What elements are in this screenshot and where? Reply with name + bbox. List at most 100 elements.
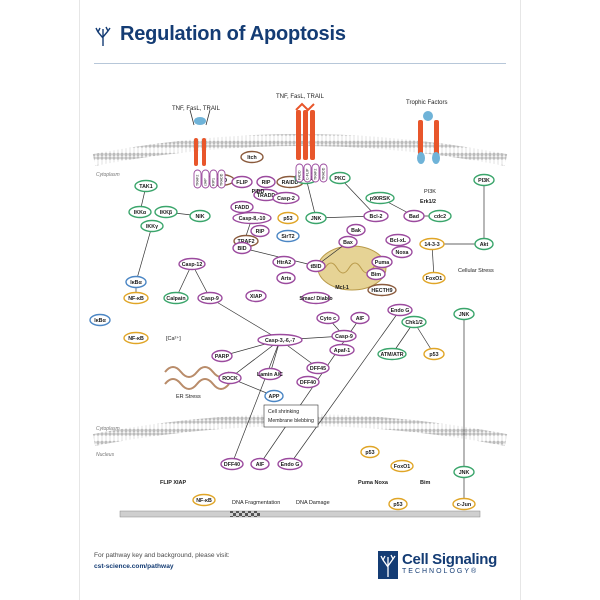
node-foxo1b: FoxO1: [390, 459, 414, 473]
node-label-traf2: TRAF2: [237, 239, 254, 245]
node-shape-sirt2: [276, 229, 300, 243]
node-bax: Bax: [338, 235, 358, 249]
node-label-bcl2: Bcl-2: [370, 214, 383, 220]
node-label-pkc: PKC: [334, 176, 345, 182]
node-label-bak: Bak: [351, 228, 361, 234]
node-flip: FLIP: [231, 175, 253, 189]
adaptor-r1-0: TRAF2: [196, 175, 200, 186]
node-shape-cdc2: [428, 209, 452, 223]
node-p53c: p53: [360, 445, 380, 459]
node-app: APP: [264, 389, 284, 403]
node-shape-lamin: [258, 367, 282, 381]
node-shape-app: [264, 389, 284, 403]
node-rock: ROCK: [218, 371, 242, 385]
node-shape-casp9a: [197, 291, 223, 305]
node-label-nik: NIK: [195, 214, 204, 220]
pathway-edges: [134, 177, 486, 505]
node-noxa_a: Noxa: [391, 245, 413, 259]
node-ikkb: IKKβ: [154, 205, 178, 219]
node-shape-pkc: [329, 171, 351, 185]
node-shape-parp: [211, 349, 233, 363]
node-label-endog_b: Endo G: [281, 462, 300, 468]
node-shape-htra2: [272, 255, 296, 269]
edge-casp9a-casp367: [209, 297, 281, 341]
brand-logo: Cell Signaling TECHNOLOGY®: [378, 549, 508, 583]
node-shape-jnk_c: [453, 465, 475, 479]
node-akt: Akt: [474, 237, 494, 251]
node-label-bid: BID: [237, 246, 246, 252]
node-sirt2: SirT2: [276, 229, 300, 243]
nucleus-label: Nucleus: [96, 452, 115, 458]
node-label-nfkb_c: NF-κB: [196, 498, 212, 504]
poster-page: Regulation of Apoptosis Cytoplasm Cytopl…: [80, 0, 520, 600]
node-label-nfkb_a: NF-κB: [128, 296, 144, 302]
node-cdc2: cdc2: [428, 209, 452, 223]
node-label-bclxl: Bcl-xL: [390, 238, 407, 244]
edge-casp367-rock: [229, 339, 281, 379]
node-cytoc: Cyto c: [316, 311, 340, 325]
node-nfkb_a: NF-κB: [123, 291, 149, 305]
adaptor-shape-r2-2: [311, 163, 320, 183]
node-shape-p53d: [388, 497, 408, 511]
node-label-parp: PARP: [215, 354, 230, 360]
node-casp2: Casp-2: [272, 191, 300, 205]
page-title: Regulation of Apoptosis: [120, 23, 346, 45]
node-htra2: HtrA2: [272, 255, 296, 269]
node-chk12: Chk1/2: [401, 315, 427, 329]
node-label-p1433: 14-3-3: [424, 242, 439, 248]
node-shape-p53a: [277, 211, 299, 225]
node-casp367: Casp-3,-6,-7: [257, 333, 303, 347]
node-label-bax: Bax: [343, 240, 353, 246]
receptor-3: [417, 111, 440, 164]
node-shape-noxa_a: [391, 245, 413, 259]
cytoplasm-label-bottom: Cytoplasm: [96, 426, 120, 432]
node-bcl2: Bcl-2: [363, 209, 389, 223]
node-p53a: p53: [277, 211, 299, 225]
node-casp810: Casp-8,-10: [232, 211, 272, 225]
node-shape-endog_b: [277, 457, 303, 471]
node-label-akt: Akt: [480, 242, 489, 248]
node-label-fadd: FADD: [235, 205, 250, 211]
node-shape-xiap_a: [245, 289, 267, 303]
adaptor-r1-3: TRADD: [220, 173, 224, 186]
tree-logo-icon: [95, 26, 111, 46]
node-shape-apaf1: [329, 343, 355, 357]
node-shape-arts: [276, 271, 296, 285]
node-label-noxa_a: Noxa: [396, 250, 409, 256]
node-label-ikba_b: IκBα: [94, 318, 106, 324]
node-shape-casp9b: [331, 329, 357, 343]
node-tbid: tBID: [306, 259, 326, 273]
node-smac: Smac/ Diablo: [299, 291, 333, 305]
node-shape-aif_b: [250, 457, 270, 471]
edge-aif_a-aif_b: [259, 317, 361, 465]
node-shape-foxo1a: [422, 271, 446, 285]
adaptor-r2-1: C-FLIP: [306, 168, 310, 180]
node-shape-p1433: [419, 237, 445, 251]
node-shape-bim_a: [366, 267, 386, 281]
node-label-atm: ATM/ATR: [380, 352, 403, 358]
node-shape-ikka: [128, 205, 152, 219]
node-shape-dff40a: [296, 375, 320, 389]
er-stress-label: ER Stress: [176, 394, 201, 400]
endoplasmic-reticulum: [164, 366, 230, 390]
node-ikba_b: IκBα: [89, 313, 111, 327]
node-shape-p90rsk: [365, 191, 395, 205]
node-label-casp9a: Casp-9: [201, 296, 219, 302]
node-shape-ikba_a: [125, 275, 147, 289]
node-apaf1: Apaf-1: [329, 343, 355, 357]
node-shape-nfkb_c: [192, 493, 216, 507]
node-shape-pi3k: [473, 173, 495, 187]
node-shape-endog_a: [387, 303, 413, 317]
node-pkc: PKC: [329, 171, 351, 185]
node-shape-casp2: [272, 191, 300, 205]
footer-url-link[interactable]: cst-science.com/pathway: [94, 563, 174, 570]
node-ikka: IKKα: [128, 205, 152, 219]
node-label-p53a: p53: [283, 216, 292, 222]
node-shape-nik: [189, 209, 211, 223]
receptor-2: [295, 102, 315, 160]
adaptor-shape-r1-3: [217, 169, 226, 189]
node-shape-bcl2: [363, 209, 389, 223]
node-shape-dff45: [306, 361, 330, 375]
ligand-label-1: TNF, FasL, TRAIL: [172, 106, 221, 112]
node-p53d: p53: [388, 497, 408, 511]
